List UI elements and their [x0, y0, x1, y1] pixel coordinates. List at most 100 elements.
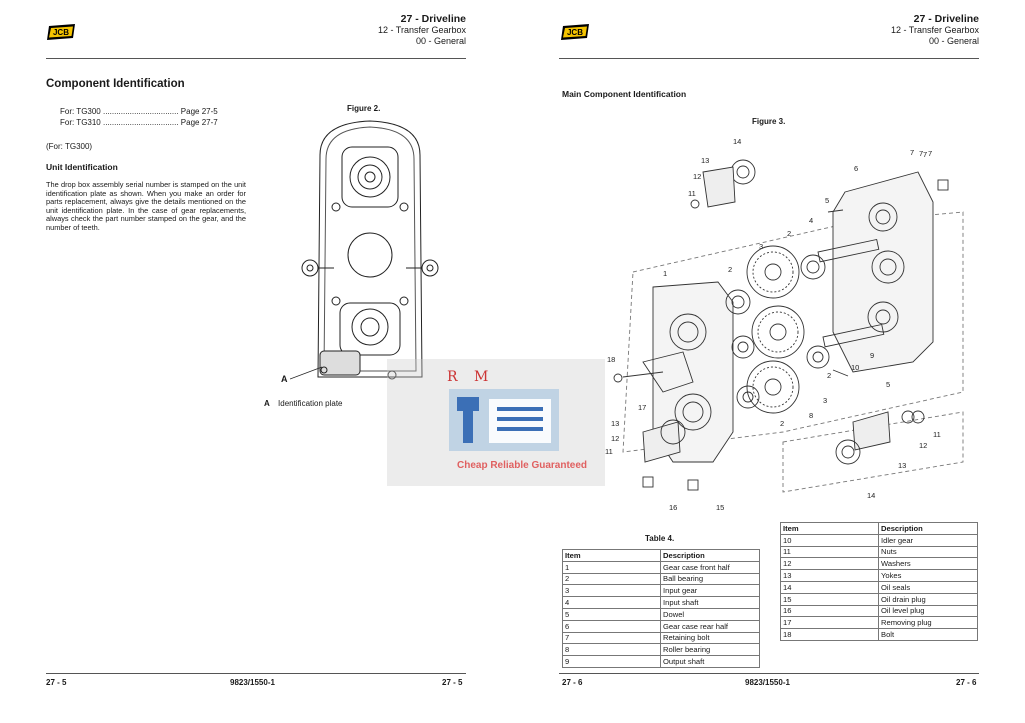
svg-text:12: 12	[919, 441, 927, 450]
cell-description: Input shaft	[660, 596, 760, 609]
right-page: JCB 27 - Driveline 12 - Transfer Gearbox…	[513, 0, 1025, 723]
cell-item: 8	[562, 643, 661, 657]
jcb-logo: JCB	[47, 24, 77, 40]
watermark: R M Cheap Reliable Guaranteed	[387, 359, 605, 486]
cell-description: Output shaft	[660, 655, 760, 668]
header-rule	[559, 58, 979, 59]
svg-text:13: 13	[611, 419, 619, 428]
svg-text:5: 5	[825, 196, 829, 205]
column-header-item: Item	[780, 522, 879, 535]
body-paragraph: The drop box assembly serial number is s…	[46, 180, 246, 232]
svg-text:2: 2	[827, 371, 831, 380]
svg-text:3: 3	[823, 396, 827, 405]
cell-item: 7	[562, 631, 661, 645]
cell-item: 12	[780, 557, 879, 571]
svg-text:8: 8	[809, 411, 813, 420]
cell-item: 9	[562, 655, 661, 668]
svg-text:9: 9	[870, 351, 874, 360]
svg-text:7: 7	[919, 149, 923, 158]
cell-item: 13	[780, 569, 879, 582]
footer-page-left: 27 - 6	[562, 678, 583, 687]
section-heading: Main Component Identification	[562, 89, 687, 99]
svg-text:12: 12	[693, 172, 701, 181]
watermark-brand: R M	[447, 369, 495, 385]
cell-description: Idler gear	[878, 533, 978, 547]
legend-letter: A	[264, 399, 270, 408]
column-header-item: Item	[562, 549, 661, 562]
svg-text:2: 2	[780, 419, 784, 428]
cell-item: 16	[780, 604, 879, 618]
cell-description: Washers	[878, 557, 978, 571]
table-header-row: Item Description	[780, 522, 978, 535]
svg-text:10: 10	[851, 363, 859, 372]
watermark-tagline: Cheap Reliable Guaranteed	[457, 460, 588, 471]
cell-item: 2	[562, 572, 661, 586]
cell-description: Gear case front half	[660, 560, 760, 574]
cell-description: Roller bearing	[660, 643, 760, 657]
cell-item: 14	[780, 580, 879, 594]
footer-doc-number: 9823/1550-1	[230, 678, 275, 687]
cell-description: Removing plug	[878, 616, 978, 630]
svg-text:2: 2	[787, 229, 791, 238]
page-header: 27 - Driveline 12 - Transfer Gearbox 00 …	[891, 13, 979, 46]
toc-item-tg310[interactable]: For: TG310 .............................…	[60, 118, 218, 127]
cell-description: Gear case rear half	[660, 619, 760, 633]
toc-item-tg300[interactable]: For: TG300 .............................…	[60, 107, 218, 116]
footer-doc-number: 9823/1550-1	[745, 678, 790, 687]
svg-text:14: 14	[867, 491, 875, 500]
cell-description: Oil seals	[878, 580, 978, 594]
table-header-row: Item Description	[562, 549, 760, 562]
cell-description: Yokes	[878, 569, 978, 582]
svg-text:15: 15	[716, 503, 724, 512]
svg-text:14: 14	[733, 137, 741, 146]
footer-page-right: 27 - 5	[442, 678, 463, 687]
svg-text:18: 18	[607, 355, 615, 364]
svg-text:2: 2	[728, 265, 732, 274]
figure-2-drawing	[290, 120, 439, 380]
svg-text:13: 13	[701, 156, 709, 165]
svg-text:3: 3	[759, 242, 763, 251]
section-heading: Component Identification	[46, 78, 185, 90]
svg-text:16: 16	[669, 503, 677, 512]
svg-text:1: 1	[663, 269, 667, 278]
page-header: 27 - Driveline 12 - Transfer Gearbox 00 …	[378, 13, 466, 46]
figure-legend: A Identification plate	[264, 399, 343, 408]
footer-rule	[559, 673, 979, 674]
svg-text:JCB: JCB	[567, 28, 583, 37]
legend-text: Identification plate	[278, 399, 343, 408]
callout-a: A	[281, 374, 288, 384]
header-title: 27 - Driveline	[400, 13, 466, 25]
cell-description: Ball bearing	[660, 572, 760, 586]
cell-description: Bolt	[878, 628, 978, 641]
cell-item: 15	[780, 592, 879, 606]
svg-text:11: 11	[688, 189, 696, 198]
cell-item: 11	[780, 545, 879, 559]
cell-item: 17	[780, 616, 879, 630]
svg-text:13: 13	[898, 461, 906, 470]
cell-description: Oil level plug	[878, 604, 978, 618]
footer-rule	[46, 673, 466, 674]
cell-description: Input gear	[660, 584, 760, 598]
cell-description: Retaining bolt	[660, 631, 760, 645]
header-subtitle: 12 - Transfer Gearbox	[890, 25, 979, 35]
svg-text:11: 11	[933, 430, 941, 439]
svg-text:7: 7	[928, 149, 932, 158]
cell-item: 4	[562, 596, 661, 609]
